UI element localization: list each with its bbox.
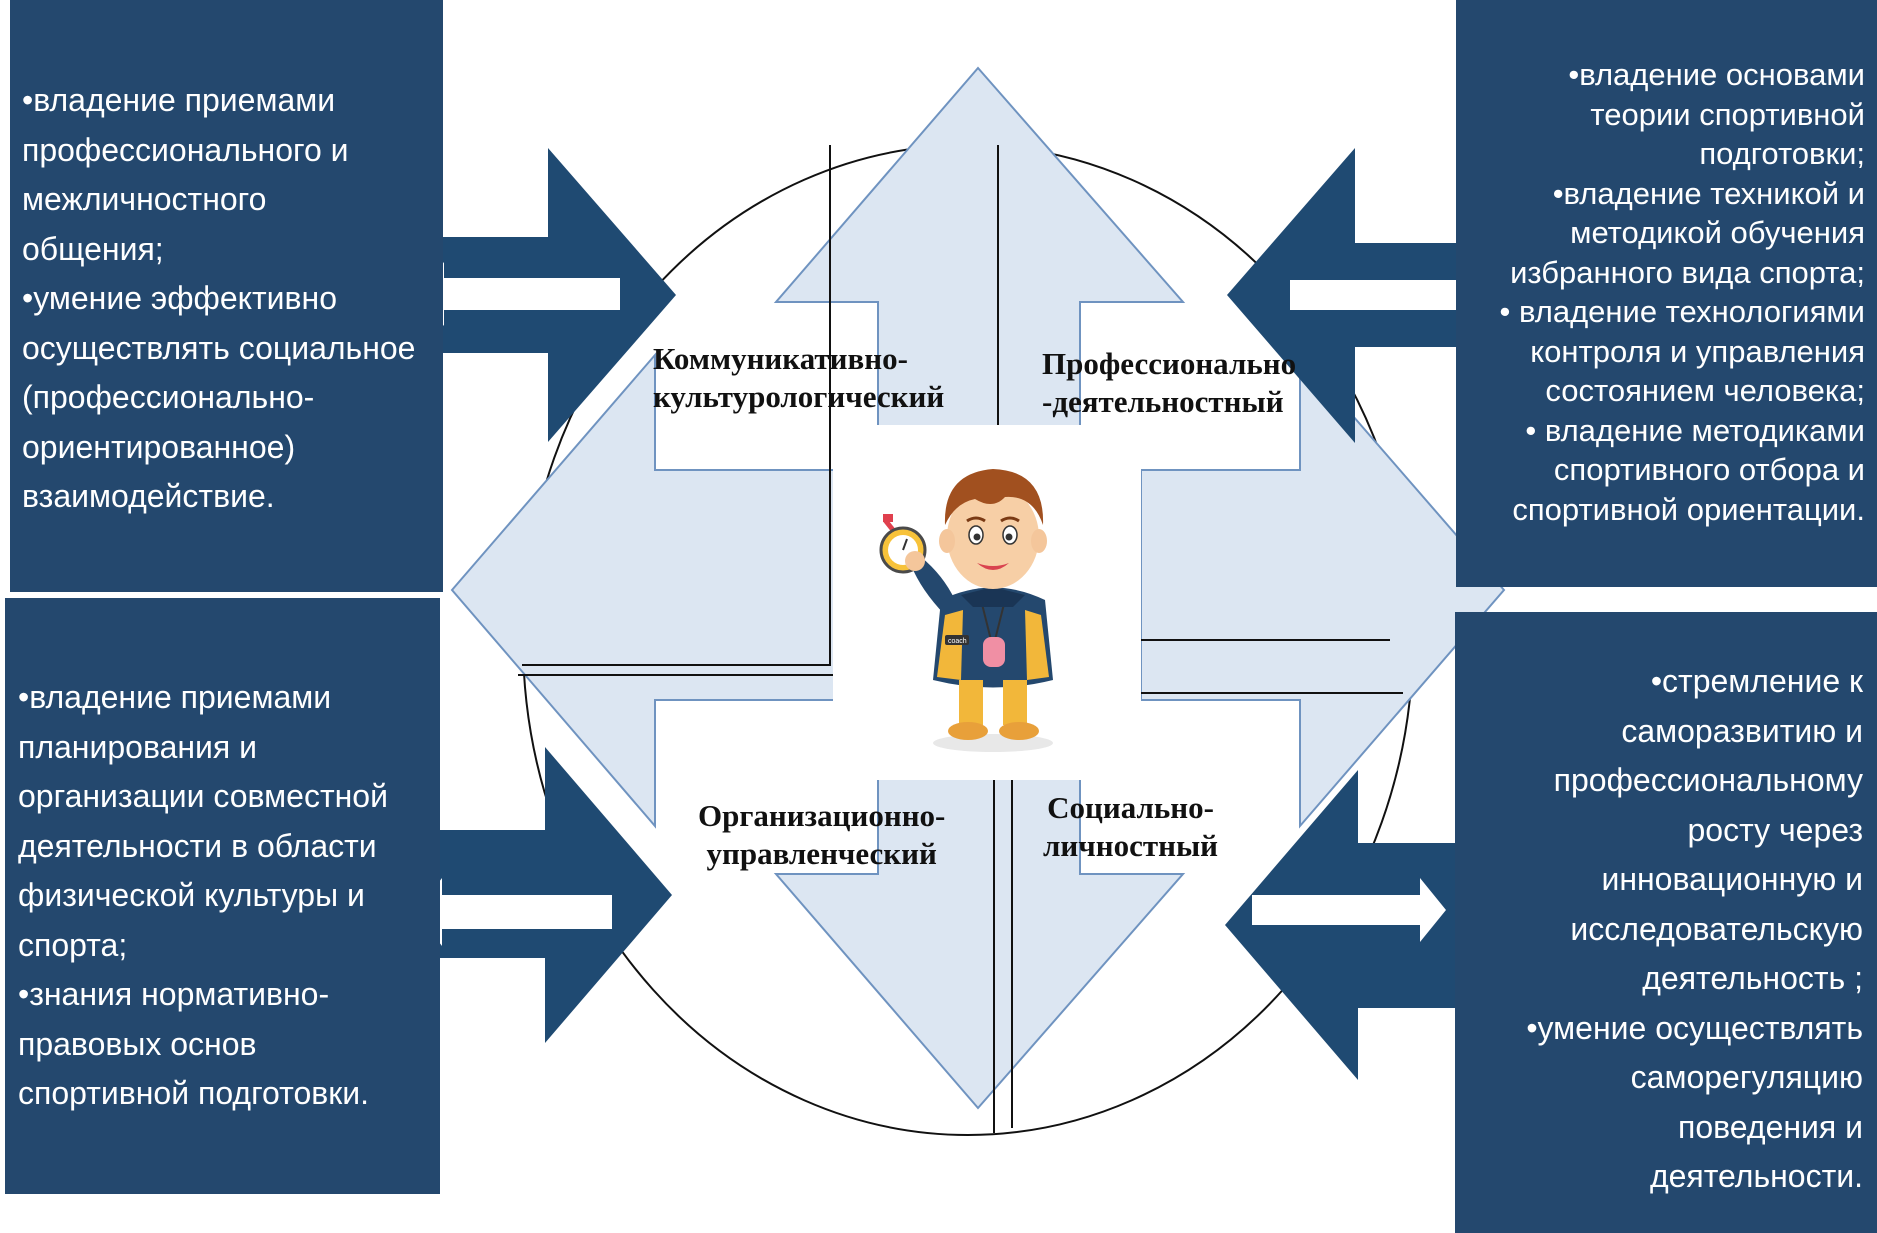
panel-line: физической культуры и: [18, 877, 365, 913]
panel-line: • владение технологиями: [1499, 294, 1865, 329]
panel-line: взаимодействие.: [22, 478, 275, 514]
white-arrow-top-left: [418, 262, 620, 326]
panel-line: •владение приемами: [18, 679, 332, 715]
panel-line: подготовки;: [1699, 136, 1865, 171]
quadrant-label-organizational: Организационно- управленческий: [698, 797, 945, 873]
panel-line: профессионального и: [22, 131, 349, 168]
quadrant-label-line: -деятельностный: [1042, 384, 1284, 419]
panel-line: •владение техникой и: [1552, 175, 1865, 211]
panel-line: спортивной подготовки.: [18, 1075, 369, 1111]
panel-line: росту через: [1687, 811, 1863, 848]
coach-illustration: coach: [833, 425, 1141, 780]
panel-line: планирования и: [18, 728, 258, 765]
quadrant-label-line: культурологический: [653, 379, 945, 414]
white-arrow-bottom-left: [416, 878, 612, 946]
quadrant-label-line: управленческий: [706, 836, 937, 871]
panel-line: •владение основами: [1568, 57, 1865, 92]
quadrant-label-line: Организационно-: [698, 798, 946, 833]
panel-line: ориентированное): [22, 428, 296, 465]
coach-badge-text: coach: [948, 638, 967, 645]
panel-line: • владение методиками: [1525, 412, 1865, 448]
white-arrow-top-right: [1290, 262, 1486, 326]
panel-line: контроля и управления: [1530, 333, 1865, 369]
panel-line: избранного вида спорта;: [1510, 254, 1865, 290]
panel-organizational-skills: •владение приемами планирования и органи…: [5, 598, 440, 1194]
panel-line: осуществлять социальное: [22, 329, 416, 366]
arrow-right: [1140, 352, 1506, 829]
panel-line: спортивной ориентации.: [1512, 491, 1865, 527]
quadrant-label-communicative: Коммуникативно- культурологический: [653, 340, 944, 416]
panel-line: •владение приемами: [22, 82, 336, 118]
panel-line: межличностного: [22, 181, 267, 217]
panel-line: (профессионально-: [22, 379, 315, 415]
panel-line: организации совместной: [18, 778, 388, 814]
panel-line: •знания нормативно-: [18, 976, 330, 1012]
panel-professional-skills: •владение основами теории спортивной под…: [1456, 0, 1877, 587]
panel-line: деятельности.: [1649, 1158, 1863, 1194]
panel-line: саморегуляцию: [1630, 1059, 1863, 1095]
coach-icon: coach: [879, 469, 1053, 752]
quadrant-label-line: Социально-: [1047, 790, 1214, 825]
panel-line: поведения и: [1678, 1108, 1863, 1145]
quadrant-label-social: Социально- личностный: [1043, 789, 1218, 865]
panel-line: деятельность ;: [1642, 960, 1863, 996]
panel-line: саморазвитию и: [1621, 712, 1863, 749]
quadrant-label-line: личностный: [1043, 828, 1219, 863]
panel-line: состоянием человека;: [1545, 373, 1865, 408]
quadrant-label-line: Профессионально: [1042, 346, 1297, 381]
quadrant-line-tl: [522, 145, 831, 666]
arrow-left: [450, 352, 835, 829]
quadrant-label-professional: Профессионально -деятельностный: [1042, 345, 1298, 421]
panel-line: •стремление к: [1650, 663, 1863, 699]
panel-line: правовых основ: [18, 1025, 257, 1062]
panel-line: профессиональному: [1553, 762, 1863, 798]
quadrant-label-line: Коммуникативно-: [653, 341, 908, 376]
panel-line: теории спортивной: [1590, 96, 1865, 132]
panel-line: •умение осуществлять: [1526, 1009, 1863, 1046]
panel-line: спортивного отбора и: [1553, 452, 1865, 487]
panel-line: инновационную и: [1601, 861, 1863, 897]
white-arrow-bottom-right: [1252, 878, 1446, 942]
panel-line: методикой обучения: [1570, 215, 1865, 250]
panel-personal-skills: •стремление к саморазвитию и профессиона…: [1455, 612, 1877, 1233]
panel-communicative-skills: •владение приемами профессионального и м…: [10, 0, 443, 592]
panel-line: общения;: [22, 230, 164, 267]
panel-line: деятельности в области: [18, 827, 377, 864]
panel-line: •умение эффективно: [22, 280, 338, 316]
panel-line: исследовательскую: [1570, 910, 1863, 947]
panel-line: спорта;: [18, 926, 128, 963]
